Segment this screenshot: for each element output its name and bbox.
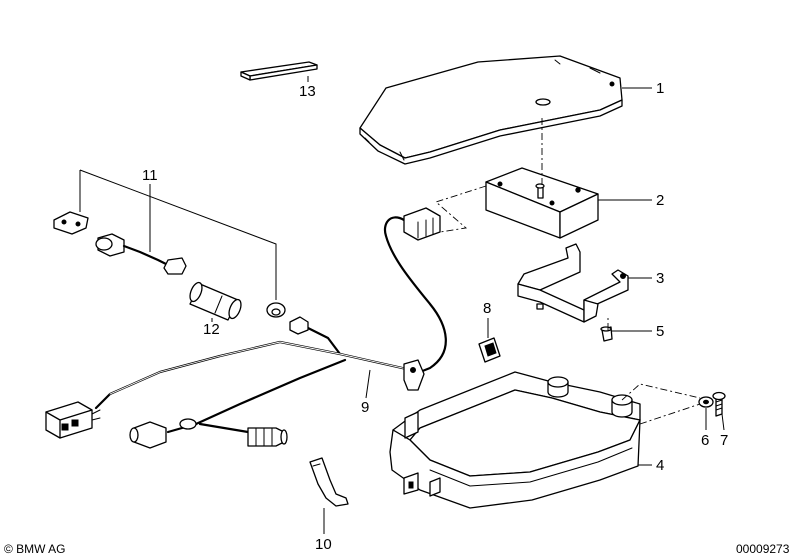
callout-13: 13 xyxy=(299,83,316,100)
assembly-lines xyxy=(435,118,701,425)
part-9-wiring-harness xyxy=(45,207,447,449)
callouts: 1 2 3 4 5 6 7 8 9 10 11 12 13 xyxy=(142,80,728,553)
part-3-bracket xyxy=(517,243,629,323)
part-4-tray xyxy=(389,371,641,509)
callout-6: 6 xyxy=(701,432,709,449)
callout-7: 7 xyxy=(720,432,728,449)
callout-3: 3 xyxy=(656,270,664,287)
callout-11: 11 xyxy=(142,167,158,184)
part-5-screw xyxy=(600,326,613,342)
callout-9: 9 xyxy=(361,399,369,416)
callout-10: 10 xyxy=(315,536,332,553)
part-1-cover xyxy=(359,55,623,165)
part-13-pad xyxy=(240,61,318,81)
part-11-cable-set xyxy=(53,211,286,318)
callout-4: 4 xyxy=(656,457,664,474)
leader-lines xyxy=(79,76,725,534)
part-8-clip xyxy=(478,337,501,363)
callout-12: 12 xyxy=(203,321,220,338)
part-10-cable-tie xyxy=(309,457,349,507)
copyright-text: © BMW AG xyxy=(4,542,66,556)
part-6-washer xyxy=(698,396,714,408)
part-12-tube xyxy=(189,281,242,321)
part-2-control-unit xyxy=(485,167,599,239)
diagram-number: 00009273 xyxy=(736,542,790,556)
callout-5: 5 xyxy=(656,323,664,340)
callout-8: 8 xyxy=(483,300,491,317)
callout-2: 2 xyxy=(656,192,664,209)
part-7-bolt xyxy=(712,391,726,417)
callout-1: 1 xyxy=(656,80,664,97)
